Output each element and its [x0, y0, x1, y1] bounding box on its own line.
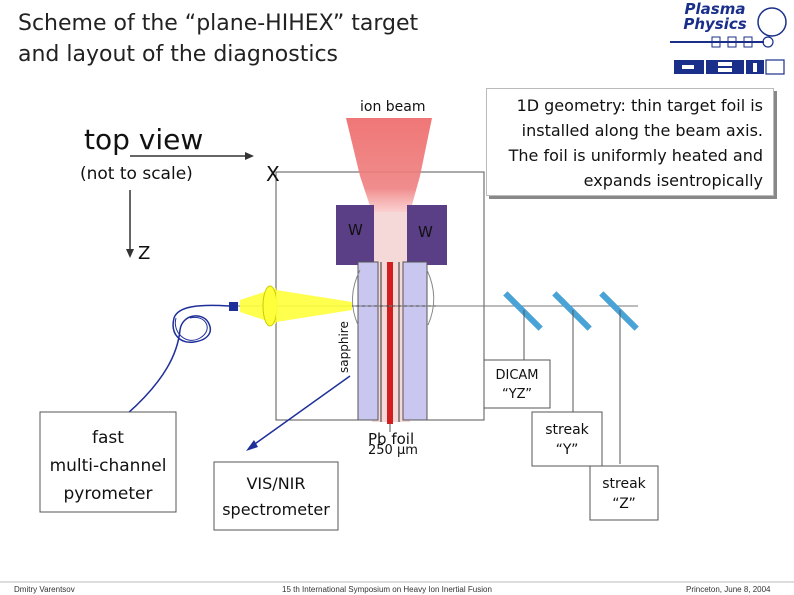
streak-z-box — [589, 465, 659, 521]
spectrometer-box — [213, 461, 339, 531]
z-axis-label: Z — [138, 243, 151, 264]
plasma-physics-logo: Plasma Physics — [668, 2, 792, 76]
z-axis-arrowhead-icon — [126, 249, 134, 258]
logo-line-1: Plasma — [684, 0, 746, 18]
logo-graphic-icon — [670, 7, 787, 75]
window-arc-left — [352, 269, 361, 326]
mirror-3 — [599, 291, 639, 331]
sapphire-plate-left — [357, 261, 379, 421]
lead-foil — [387, 262, 393, 424]
not-to-scale-label: (not to scale) — [80, 164, 193, 184]
tungsten-electrode-left — [336, 205, 374, 265]
x-axis-arrowhead-icon — [245, 152, 254, 160]
footer-date: Princeton, June 8, 2004 — [686, 585, 771, 594]
spectrometer-label-line-2: spectrometer — [222, 500, 330, 519]
dicam-box — [483, 359, 551, 409]
pb-foil-label: Pb foil — [368, 430, 415, 448]
geometry-note-text: 1D geometry: thin target foil is install… — [508, 96, 763, 190]
fiber-head — [229, 302, 238, 311]
footer-conference: 15 th International Symposium on Heavy I… — [282, 585, 492, 594]
tungsten-electrode-right — [407, 205, 447, 265]
pyrometer-fiber — [119, 304, 230, 421]
pyrometer-beam-to-target — [276, 290, 352, 322]
ion-beam — [346, 118, 432, 212]
dicam-label-line-2: “YZ” — [501, 387, 533, 402]
pyrometer-label: fast multi-channel pyrometer — [40, 424, 176, 508]
foil-thickness-label: 250 µm — [368, 443, 418, 458]
pyrometer-label-line-3: pyrometer — [63, 484, 153, 504]
streak-y-label: streak “Y” — [532, 420, 602, 460]
geometry-note-box: 1D geometry: thin target foil is install… — [486, 88, 774, 196]
dicam-label-line-1: DICAM — [495, 368, 539, 383]
streak-z-label: streak “Z” — [590, 474, 658, 514]
mirror-2 — [552, 291, 592, 331]
logo-text: Plasma Physics — [680, 2, 750, 32]
logo-line-2: Physics — [683, 15, 747, 33]
pyrometer-fiber-loop — [174, 316, 208, 341]
pyrometer-lens — [262, 285, 278, 327]
spectrometer-fiber — [251, 375, 351, 447]
x-axis-label: X — [266, 162, 280, 186]
streak-y-label-line-2: “Y” — [555, 442, 579, 458]
streak-y-box — [531, 411, 603, 467]
streak-z-label-line-2: “Z” — [612, 496, 636, 512]
mirror-1 — [503, 291, 543, 331]
spectrometer-arrowhead-icon — [246, 440, 258, 451]
pyrometer-box — [39, 411, 177, 513]
top-view-label: top view — [84, 123, 204, 156]
tungsten-right-label: W — [418, 223, 433, 241]
streak-y-label-line-1: streak — [545, 422, 589, 438]
tungsten-left-label: W — [348, 221, 363, 239]
title-line-1: Scheme of the “plane-HIHEX” target — [18, 11, 419, 36]
pyrometer-label-line-1: fast — [92, 428, 124, 448]
sapphire-label: sapphire — [337, 321, 351, 373]
footer-author: Dmitry Varentsov — [14, 585, 75, 594]
streak-z-label-line-1: streak — [602, 476, 646, 492]
dicam-label: DICAM “YZ” — [484, 366, 550, 404]
window-arc-right — [426, 269, 435, 326]
slide-title: Scheme of the “plane-HIHEX” target and l… — [18, 8, 418, 70]
ion-beam-label: ion beam — [360, 99, 426, 115]
sapphire-plate-right — [402, 261, 428, 421]
spectrometer-label-line-1: VIS/NIR — [246, 474, 306, 493]
spectrometer-label: VIS/NIR spectrometer — [214, 471, 338, 523]
pyrometer-label-line-2: multi-channel — [49, 456, 167, 476]
title-line-2: and layout of the diagnostics — [18, 42, 338, 67]
